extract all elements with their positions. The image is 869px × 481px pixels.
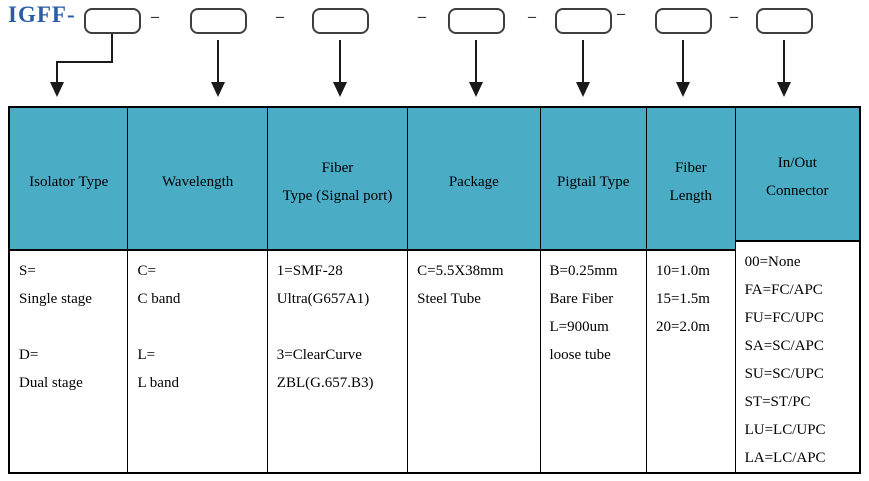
table-cell-line: Connector [766, 183, 829, 199]
code-box-fiber-length [655, 8, 712, 34]
column-header-wavelength: Wavelength [128, 108, 267, 251]
code-box-fiber-type [312, 8, 369, 34]
code-separator: – [151, 8, 159, 25]
arrowhead [333, 82, 347, 97]
table-cell-line: L= [137, 347, 156, 363]
column-header-package: Package [408, 108, 540, 251]
table-cell-line: SU=SC/UPC [744, 366, 824, 382]
table-cell-line: Fiber [321, 159, 354, 176]
elbow-arrow-isolator-type [56, 34, 113, 84]
table-cell-line: D= [19, 347, 39, 363]
arrowhead [469, 82, 483, 97]
table-cell-line: Steel Tube [417, 291, 481, 307]
code-box-in-out-connector [756, 8, 813, 34]
table-cell-line: C=5.5X38mm [417, 263, 504, 279]
column-body-isolator-type: S= Single stage D= Dual stage [10, 251, 128, 472]
ordering-spec-table: Isolator Type S= Single stage D= Dual stag… [8, 106, 861, 474]
table-cell-line: 1=SMF-28 [276, 263, 343, 279]
column-body-wavelength: C= C band L= L band [128, 251, 267, 472]
table-column-wavelength: Wavelength C= C band L= L band [128, 108, 268, 472]
table-cell-line: Package [448, 173, 499, 190]
code-separator: – [617, 5, 625, 22]
column-body-fiber-length: 10=1.0m 15=1.5m 20=2.0m [647, 251, 735, 472]
table-cell-line: Pigtail Type [557, 173, 630, 190]
code-box-isolator-type [84, 8, 141, 34]
table-cell-line: L band [137, 375, 179, 391]
table-cell-line: 00=None [744, 254, 801, 270]
table-cell-line: Wavelength [161, 173, 234, 190]
code-separator: – [276, 8, 284, 25]
arrowhead [211, 82, 225, 97]
column-header-pigtail-type: Pigtail Type [540, 108, 646, 251]
table-cell-line: Bare Fiber [549, 291, 614, 307]
table-cell-line: Fiber [674, 159, 707, 176]
arrowhead [777, 82, 791, 97]
code-box-pigtail-type [555, 8, 612, 34]
table-cell-line [137, 313, 262, 341]
code-box-package [448, 8, 505, 34]
table-cell-line: 20=2.0m [656, 319, 710, 335]
table-cell-line: B=0.25mm [549, 263, 618, 279]
table-cell-line: Dual stage [19, 375, 83, 391]
table-cell-line: C= [137, 263, 156, 279]
part-number-builder: IGFF- – – – – – – [0, 0, 869, 106]
table-cell-line: In/Out [777, 155, 817, 171]
table-cell-line: S= [19, 263, 36, 279]
code-separator: – [730, 8, 738, 25]
table-cell-line: 10=1.0m [656, 263, 710, 279]
code-separator: – [528, 8, 536, 25]
table-cell-line: 3=ClearCurve [276, 347, 362, 363]
arrowhead [676, 82, 690, 97]
table-cell-line: L=900um [549, 319, 609, 335]
arrowhead [576, 82, 590, 97]
table-cell-line: ZBL(G.657.B3) [276, 375, 374, 391]
table-cell-line: ST=ST/PC [744, 394, 811, 410]
table-cell-line: Type (Signal port) [282, 187, 393, 204]
table-cell-line: FU=FC/UPC [744, 310, 824, 326]
part-number-prefix: IGFF- [8, 2, 76, 27]
table-cell-line: LA=LC/APC [744, 450, 826, 466]
table-cell-line: LU=LC/UPC [744, 422, 826, 438]
table-cell-line [277, 313, 403, 341]
table-column-isolator-type: Isolator Type S= Single stage D= Dual stag… [10, 108, 129, 472]
column-header-isolator-type: Isolator Type [10, 108, 128, 251]
table-cell-line: SA=SC/APC [744, 338, 824, 354]
code-box-wavelength [190, 8, 247, 34]
table-cell-line: C band [137, 291, 181, 307]
table-cell-line: Ultra(G657A1) [276, 291, 370, 307]
code-separator: – [418, 8, 426, 25]
table-cell-line: loose tube [549, 347, 611, 363]
table-cell-line: Single stage [19, 291, 92, 307]
table-cell-line: Length [669, 187, 713, 204]
table-cell-line [19, 313, 123, 341]
table-cell-line: FA=FC/APC [744, 282, 823, 298]
arrowhead [50, 82, 64, 97]
table-cell-line: Isolator Type [29, 173, 109, 190]
table-cell-line: 15=1.5m [656, 291, 710, 307]
